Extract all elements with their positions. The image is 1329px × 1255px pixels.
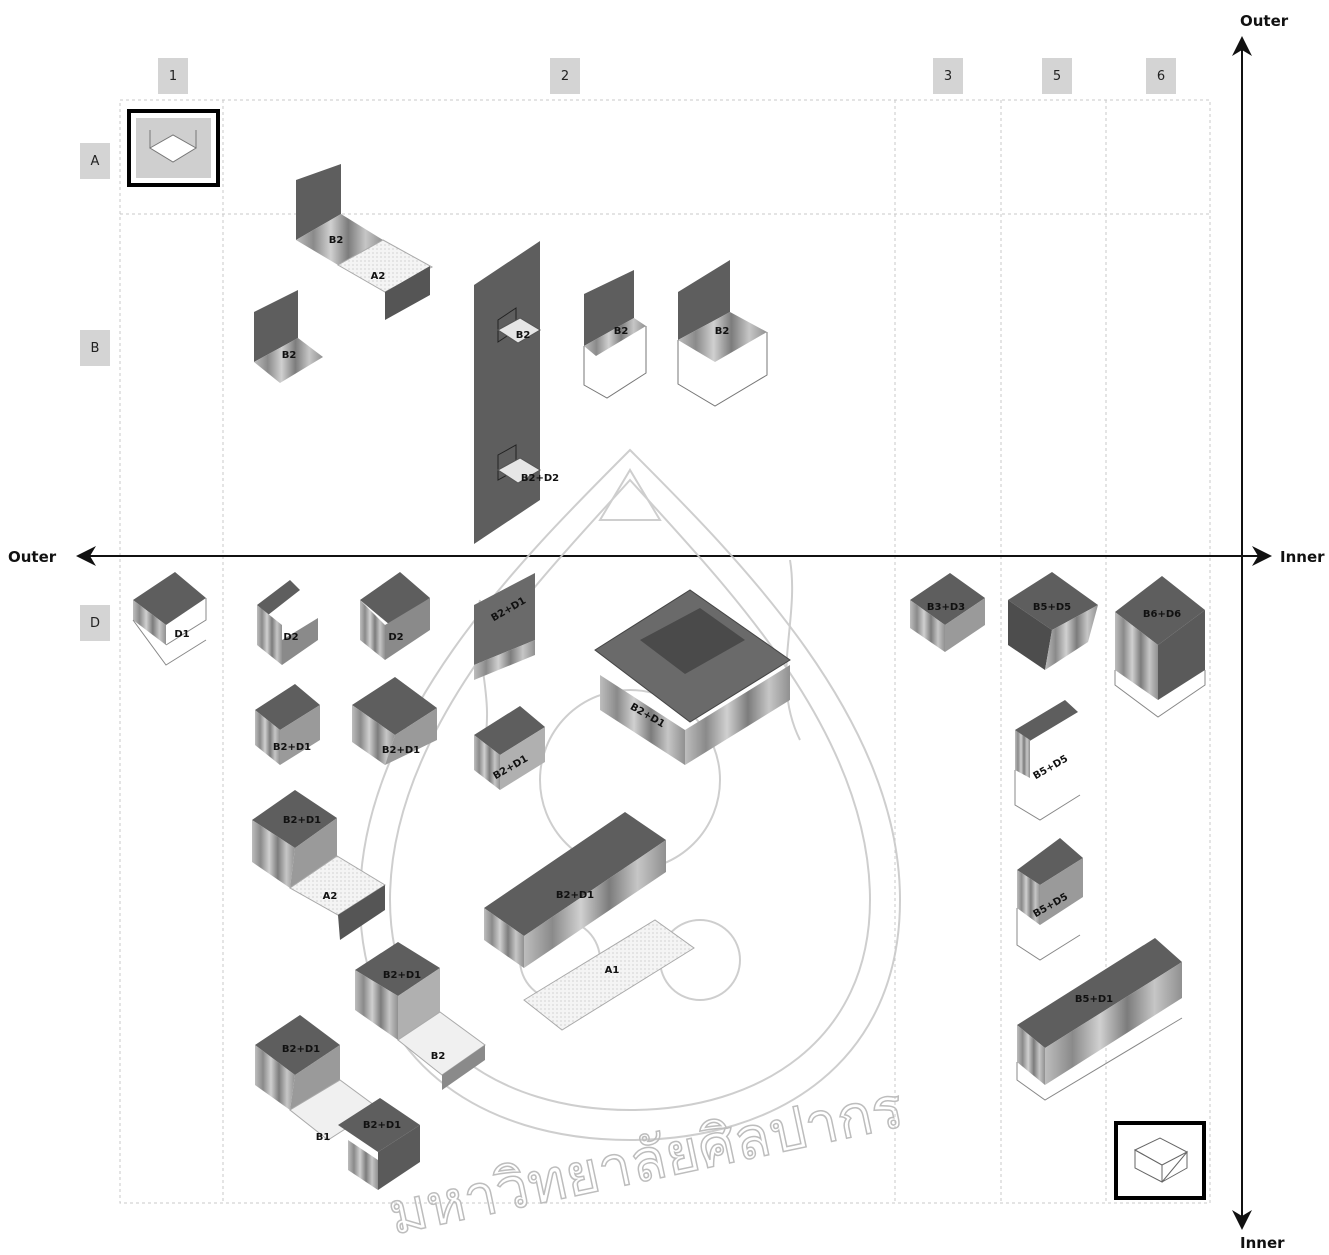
module-label: B2+D2	[521, 473, 559, 484]
module-label: B2+D1	[382, 745, 420, 756]
module-label: B2+D1	[283, 815, 321, 826]
module-b5d1: B5+D1	[1017, 938, 1182, 1100]
module-b2-a2-upper: B2 A2	[296, 164, 432, 320]
module-label: D1	[174, 629, 189, 640]
module-label: B2	[516, 330, 531, 341]
module-b2d1-big: B2+D1	[595, 590, 790, 765]
module-label: A2	[323, 891, 338, 902]
module-label: A2	[371, 271, 386, 282]
module-label: B2	[282, 350, 297, 361]
module-label: B2	[329, 235, 344, 246]
module-b2d1-r3-a2: B2+D1 A2	[252, 790, 385, 940]
module-b2d1-top: B2+D1	[474, 573, 535, 680]
module-d2-b: D2	[360, 572, 430, 660]
module-label: D2	[283, 632, 298, 643]
module-label: B2+D1	[273, 742, 311, 753]
module-d2-a: D2	[257, 580, 318, 665]
module-label: B2	[431, 1051, 446, 1062]
module-label: B3+D3	[927, 602, 965, 613]
module-label: B5+D5	[1033, 602, 1071, 613]
module-label: B2	[614, 326, 629, 337]
module-label: B1	[316, 1132, 331, 1143]
module-label: B2+D1	[383, 970, 421, 981]
module-label: B2+D1	[363, 1120, 401, 1131]
row-d-cell-6-icon	[1116, 1123, 1204, 1198]
module-label: A1	[605, 965, 620, 976]
module-d1: D1	[133, 572, 206, 665]
module-label: B2+D1	[556, 890, 594, 901]
module-label: B5+D5	[1031, 753, 1070, 782]
module-label: B5+D1	[1075, 994, 1113, 1005]
module-b5d5: B5+D5	[1008, 572, 1098, 670]
module-b2d1-r4-b2: B2+D1 B2	[355, 942, 485, 1090]
module-b2d1-r2b: B2+D1	[352, 677, 437, 765]
row-a-cell-1	[129, 111, 218, 185]
module-b2d1-r2a: B2+D1	[255, 684, 320, 765]
module-b2-small: B2	[254, 290, 323, 383]
module-b2d1-r2c: B2+D1	[474, 706, 545, 790]
module-b2d1-r5-b1-b2d1: B2+D1 B1 B2+D1	[255, 1015, 420, 1190]
module-b2d1-long-a1: B2+D1 A1	[484, 812, 694, 1030]
module-b6d6: B6+D6	[1115, 576, 1205, 717]
module-b5d5-b: B5+D5	[1015, 700, 1080, 820]
module-b5d5-c: B5+D5	[1017, 838, 1083, 960]
module-label: B2	[715, 326, 730, 337]
watermark-text: มหาวิทยาลัยศิลปากร	[383, 1073, 910, 1248]
module-label: B6+D6	[1143, 609, 1181, 620]
module-b3d3: B3+D3	[910, 573, 985, 652]
module-label: D2	[388, 632, 403, 643]
module-label: B2+D1	[282, 1044, 320, 1055]
module-b2-right: B2	[678, 260, 767, 406]
module-b2-mid: B2	[584, 270, 646, 398]
